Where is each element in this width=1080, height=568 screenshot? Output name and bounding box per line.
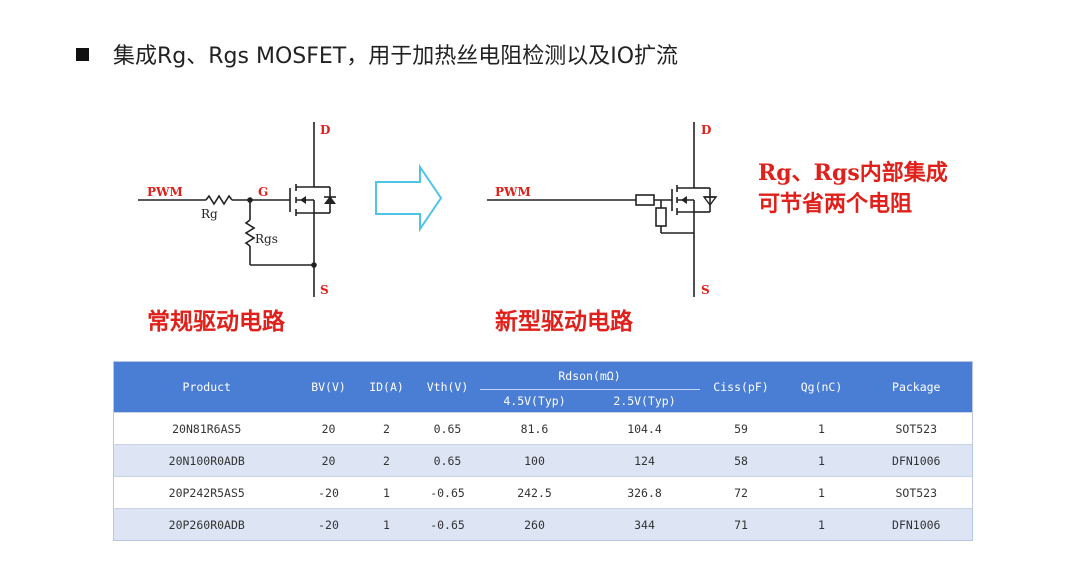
cell-vth: -0.65 bbox=[415, 508, 480, 541]
cell-package: SOT523 bbox=[860, 476, 973, 509]
right-circuit bbox=[487, 122, 716, 297]
cell-rdson-4-5v: 260 bbox=[479, 508, 590, 541]
note-line-2: 可节省两个电阻 bbox=[758, 191, 913, 217]
cell-qg: 1 bbox=[782, 444, 861, 477]
header-package: Package bbox=[860, 361, 973, 413]
integration-note: Rg、Rgs内部集成 可节省两个电阻 bbox=[758, 158, 948, 220]
cell-rdson-4-5v: 100 bbox=[479, 444, 590, 477]
right-arrow-icon bbox=[375, 163, 443, 233]
title-text: 集成Rg、Rgs MOSFET，用于加热丝电阻检测以及IO扩流 bbox=[113, 44, 679, 69]
cell-rdson-2-5v: 104.4 bbox=[589, 412, 700, 445]
cell-rdson-4-5v: 242.5 bbox=[479, 476, 590, 509]
internal-rg bbox=[635, 194, 655, 206]
cell-package: SOT523 bbox=[860, 412, 973, 445]
cell-ciss: 72 bbox=[699, 476, 783, 509]
cell-id: 2 bbox=[357, 444, 416, 477]
cell-qg: 1 bbox=[782, 476, 861, 509]
header-rdson: Rdson(mΩ) bbox=[479, 361, 700, 390]
right-pwm-label: PWM bbox=[495, 185, 531, 199]
cell-ciss: 59 bbox=[699, 412, 783, 445]
cell-product: 20N100R0ADB bbox=[113, 444, 300, 477]
cell-qg: 1 bbox=[782, 412, 861, 445]
right-source-label: S bbox=[701, 283, 710, 297]
left-drain-label: D bbox=[320, 123, 330, 137]
cell-bv: 20 bbox=[299, 444, 358, 477]
cell-ciss: 71 bbox=[699, 508, 783, 541]
left-mosfet-arrow bbox=[300, 196, 306, 204]
header-vth: Vth(V) bbox=[415, 361, 480, 413]
header-id: ID(A) bbox=[357, 361, 416, 413]
cell-bv: -20 bbox=[299, 508, 358, 541]
header-rdson-2-5v: 2.5V(Typ) bbox=[589, 389, 700, 413]
header-rdson-4-5v: 4.5V(Typ) bbox=[479, 389, 590, 413]
cell-package: DFN1006 bbox=[860, 508, 973, 541]
cell-rdson-2-5v: 344 bbox=[589, 508, 700, 541]
cell-vth: -0.65 bbox=[415, 476, 480, 509]
rg-resistor bbox=[205, 194, 233, 206]
cell-rdson-2-5v: 326.8 bbox=[589, 476, 700, 509]
cell-package: DFN1006 bbox=[860, 444, 973, 477]
cell-rdson-4-5v: 81.6 bbox=[479, 412, 590, 445]
header-ciss: Ciss(pF) bbox=[699, 361, 783, 413]
conventional-circuit-caption: 常规驱动电路 bbox=[147, 308, 285, 335]
left-source-label: S bbox=[320, 283, 329, 297]
cell-bv: -20 bbox=[299, 476, 358, 509]
cell-product: 20P242R5AS5 bbox=[113, 476, 300, 509]
new-circuit-caption: 新型驱动电路 bbox=[495, 308, 633, 335]
rgs-resistor bbox=[244, 219, 256, 247]
left-body-diode bbox=[324, 196, 336, 204]
rgs-label: Rgs bbox=[255, 232, 278, 246]
spec-table: Product BV(V) ID(A) Vth(V) Rdson(mΩ) Cis… bbox=[113, 361, 973, 541]
rg-label: Rg bbox=[201, 207, 218, 221]
internal-rgs bbox=[655, 207, 667, 227]
cell-ciss: 58 bbox=[699, 444, 783, 477]
cell-id: 1 bbox=[357, 508, 416, 541]
left-pwm-label: PWM bbox=[147, 185, 183, 199]
left-circuit bbox=[138, 122, 336, 297]
right-drain-label: D bbox=[701, 123, 711, 137]
right-body-diode bbox=[702, 196, 718, 207]
header-bv: BV(V) bbox=[299, 361, 358, 413]
cell-id: 2 bbox=[357, 412, 416, 445]
header-qg: Qg(nC) bbox=[782, 361, 861, 413]
cell-bv: 20 bbox=[299, 412, 358, 445]
cell-product: 20P260R0ADB bbox=[113, 508, 300, 541]
cell-vth: 0.65 bbox=[415, 444, 480, 477]
right-mosfet-arrow bbox=[681, 196, 687, 204]
header-product: Product bbox=[113, 361, 300, 413]
slide-title: 集成Rg、Rgs MOSFET，用于加热丝电阻检测以及IO扩流 bbox=[76, 38, 678, 70]
cell-vth: 0.65 bbox=[415, 412, 480, 445]
gate-label: G bbox=[258, 185, 268, 199]
cell-qg: 1 bbox=[782, 508, 861, 541]
note-line-1: Rg、Rgs内部集成 bbox=[758, 160, 948, 186]
cell-id: 1 bbox=[357, 476, 416, 509]
cell-product: 20N81R6AS5 bbox=[113, 412, 300, 445]
bullet-square-icon bbox=[76, 47, 89, 61]
cell-rdson-2-5v: 124 bbox=[589, 444, 700, 477]
